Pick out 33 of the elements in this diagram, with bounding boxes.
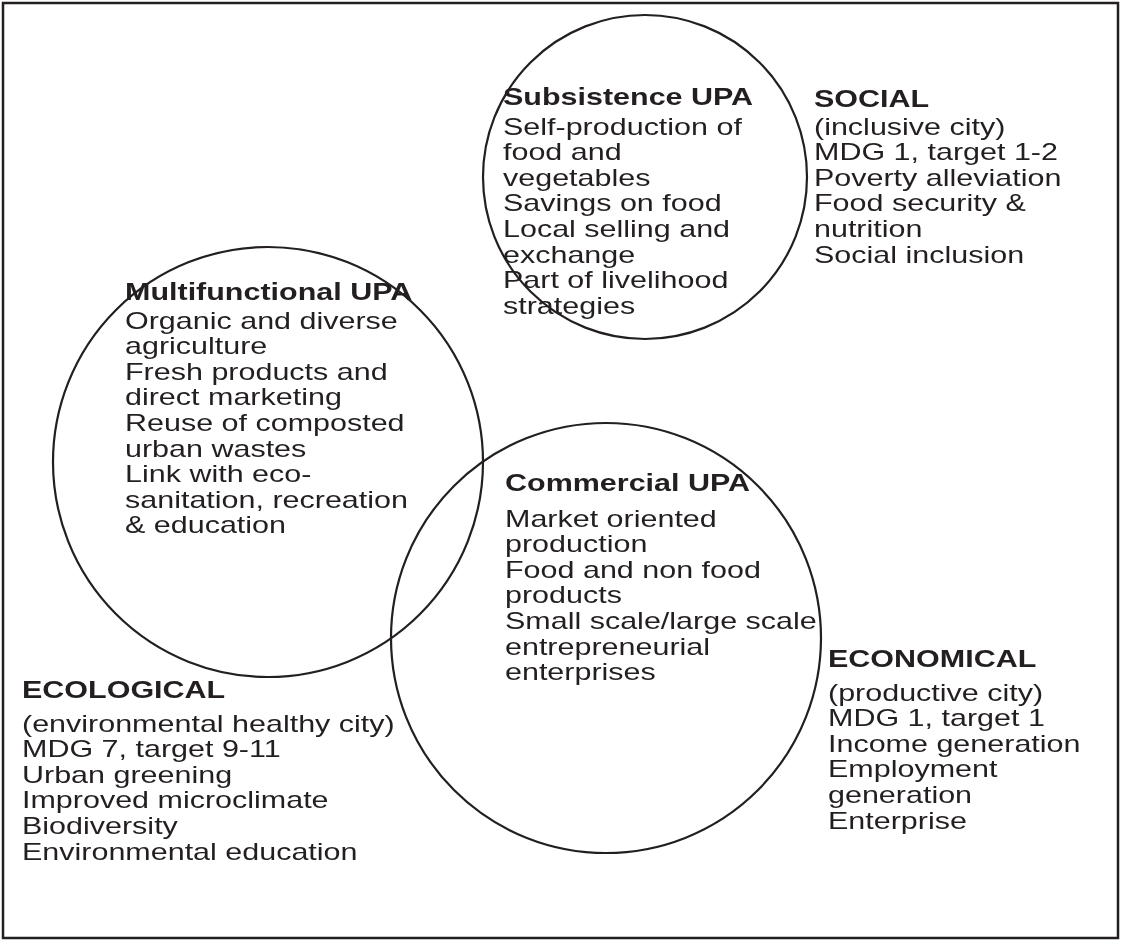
category-item: Enterprise bbox=[828, 807, 967, 834]
category-item: Biodiversity bbox=[22, 812, 179, 839]
category-item: Food security & nutrition bbox=[814, 190, 1027, 242]
category-item: MDG 7, target 9-11 bbox=[22, 736, 281, 762]
list-item: Savings on food bbox=[503, 190, 723, 216]
category-heading: ECONOMICAL bbox=[828, 646, 1038, 672]
category-heading: SOCIAL bbox=[814, 86, 931, 112]
circle-heading: Subsistence UPA bbox=[503, 84, 753, 110]
category-item: (inclusive city) bbox=[814, 113, 1007, 140]
category-item: Improved microclimate bbox=[22, 787, 330, 813]
list-item: Self-production of food and vegetables bbox=[503, 113, 743, 191]
list-item: Reuse of composted urban wastes bbox=[125, 409, 406, 462]
category-item: Urban greening bbox=[22, 761, 234, 788]
list-item: Market oriented production bbox=[505, 505, 718, 557]
category-item: Income generation bbox=[828, 730, 1082, 757]
category-item: Employment generation bbox=[828, 756, 998, 808]
category-item: MDG 1, target 1-2 bbox=[814, 139, 1059, 165]
list-item: Fresh products and direct marketing bbox=[125, 358, 389, 410]
category-item: Poverty alleviation bbox=[814, 164, 1063, 191]
list-item: Small scale/large scale entrepreneurial enterprises bbox=[505, 607, 818, 685]
list-item: Organic and diverse agriculture bbox=[125, 307, 399, 359]
venn-circle bbox=[482, 14, 808, 340]
category-item: MDG 1, target 1 bbox=[828, 705, 1046, 731]
circle-heading: Commercial UPA bbox=[505, 470, 752, 496]
category-item: Environmental education bbox=[22, 838, 359, 865]
list-item: Link with eco-sanitation, recreation & education bbox=[125, 461, 409, 538]
category-item: Social inclusion bbox=[814, 241, 1026, 268]
list-item: Local selling and exchange bbox=[503, 215, 732, 268]
venn-circle bbox=[52, 246, 484, 678]
category-item: (environmental healthy city) bbox=[22, 710, 396, 737]
list-item: Food and non food products bbox=[505, 556, 762, 608]
category-item: (productive city) bbox=[828, 679, 1045, 706]
category-heading: ECOLOGICAL bbox=[22, 677, 227, 703]
